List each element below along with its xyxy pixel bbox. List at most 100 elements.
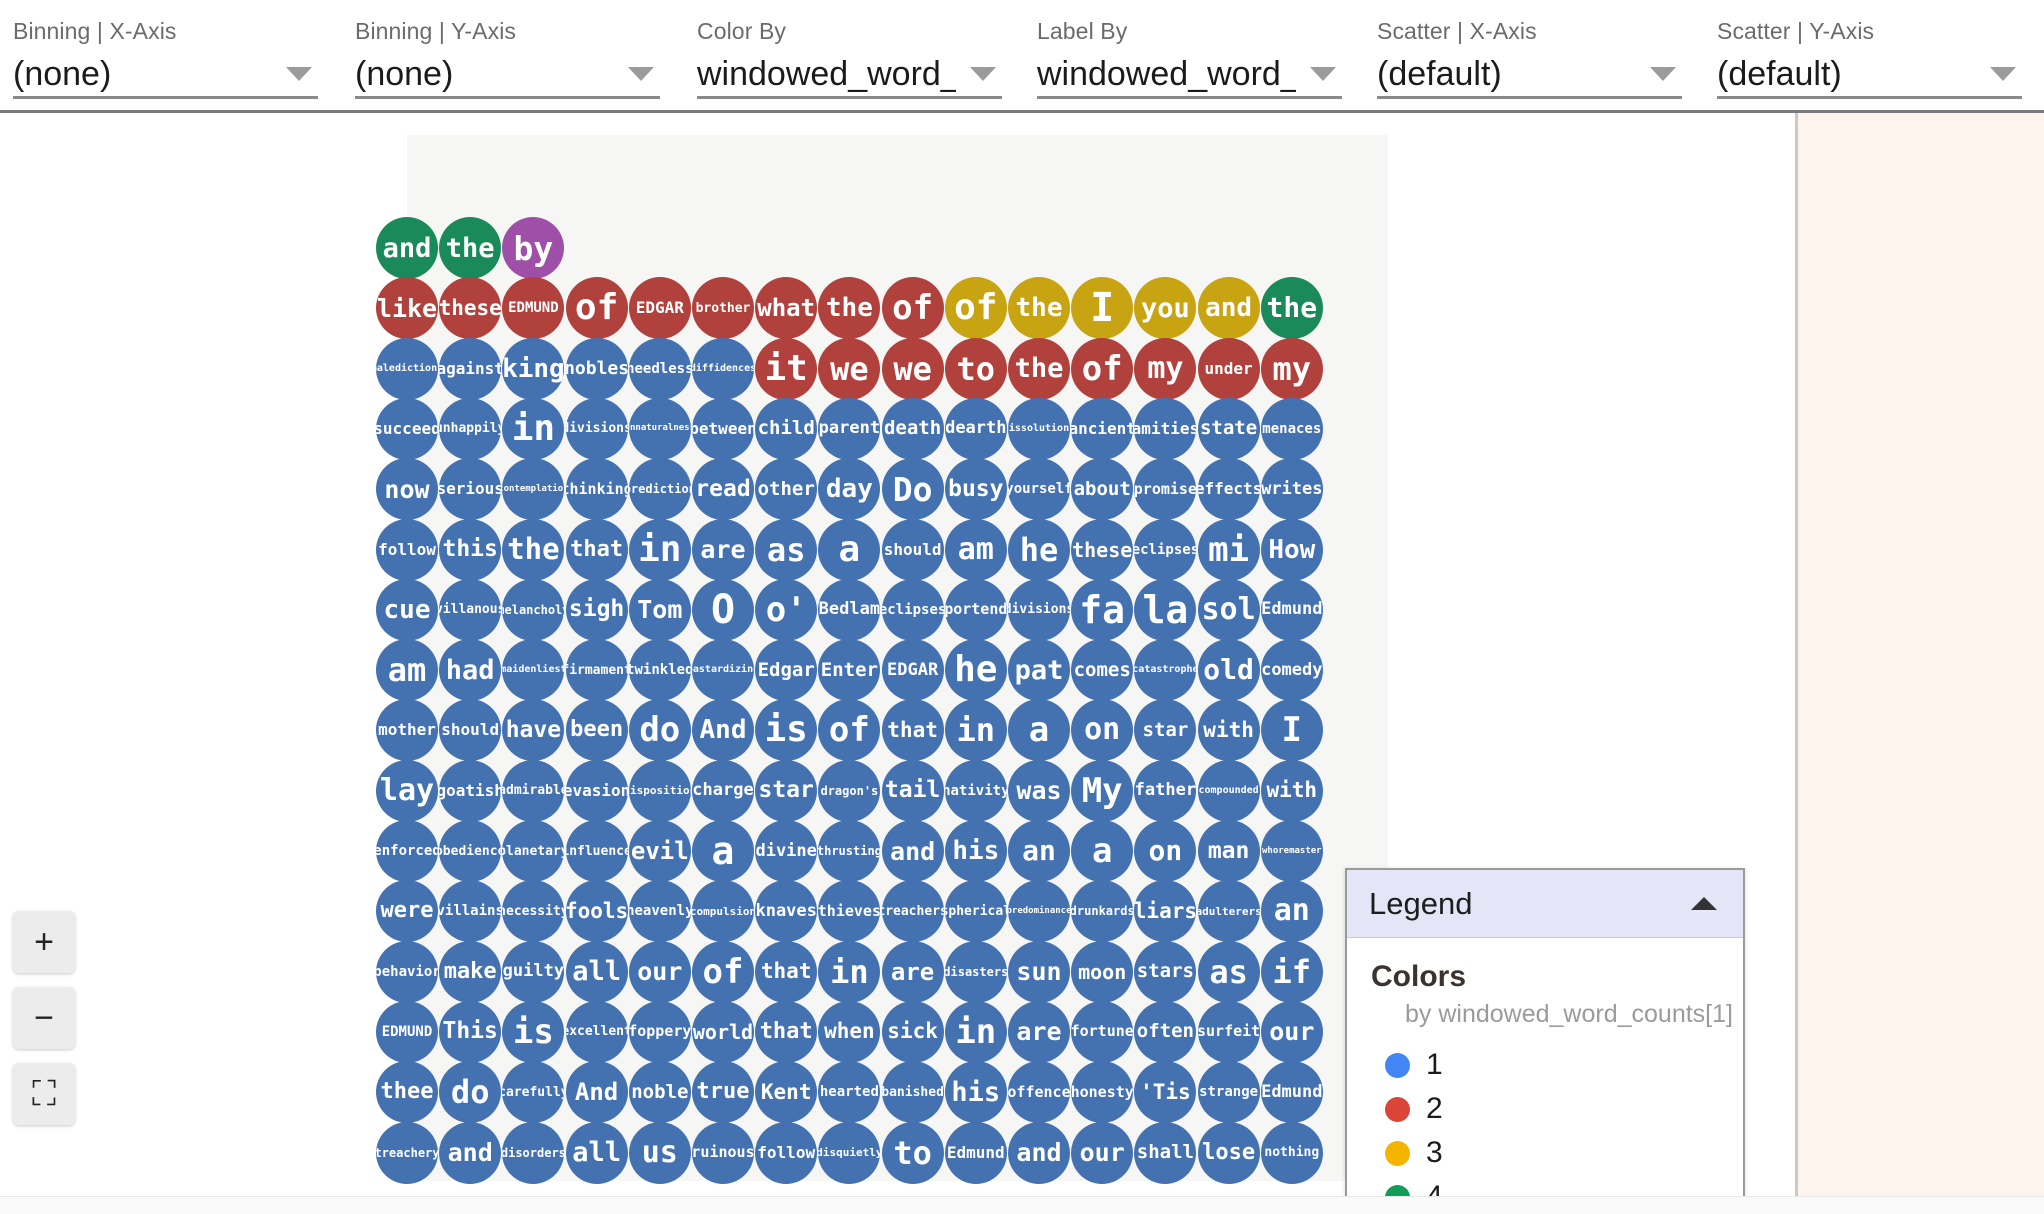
word-bubble[interactable]: Edmund	[944, 1121, 1007, 1184]
word-bubble[interactable]: unhappily	[439, 397, 502, 460]
word-bubble[interactable]: day	[818, 458, 881, 521]
word-bubble[interactable]: the	[502, 518, 565, 581]
select-control-4[interactable]: (default)	[1377, 53, 1682, 99]
word-bubble[interactable]: This	[439, 1000, 502, 1063]
word-bubble[interactable]: that	[755, 940, 818, 1003]
word-bubble[interactable]: admirable	[502, 759, 565, 822]
word-bubble[interactable]: serious	[439, 458, 502, 521]
word-bubble[interactable]: And	[692, 699, 754, 762]
word-bubble[interactable]: the	[439, 217, 502, 279]
word-bubble[interactable]: should	[881, 518, 944, 581]
word-bubble[interactable]: noble	[628, 1061, 691, 1124]
word-bubble[interactable]: he	[944, 639, 1007, 702]
word-bubble[interactable]: he	[1008, 518, 1070, 581]
legend-item-4[interactable]: 4	[1385, 1175, 1743, 1196]
zoom-out-button[interactable]: −	[13, 987, 75, 1049]
word-bubble[interactable]: Tom	[628, 578, 691, 641]
word-bubble[interactable]: And	[565, 1061, 628, 1124]
word-bubble[interactable]: la	[1134, 578, 1197, 641]
word-bubble[interactable]: make	[439, 940, 502, 1003]
word-bubble[interactable]: needless	[628, 337, 691, 400]
word-bubble[interactable]: against	[439, 337, 502, 400]
word-bubble[interactable]: a	[1071, 820, 1134, 882]
zoom-fit-button[interactable]: ⛶	[13, 1063, 75, 1125]
word-bubble[interactable]: thieves	[818, 880, 881, 943]
word-bubble[interactable]: shall	[1134, 1121, 1197, 1184]
word-bubble[interactable]: disposition	[628, 759, 691, 822]
word-bubble[interactable]: Edmund	[1260, 1061, 1323, 1124]
word-bubble[interactable]: thinking	[565, 458, 628, 521]
word-bubble[interactable]: eclipses	[1134, 518, 1197, 581]
word-bubble[interactable]: heavenly	[628, 880, 691, 943]
word-bubble[interactable]: child	[755, 397, 818, 460]
word-bubble[interactable]: to	[881, 1121, 944, 1184]
word-bubble[interactable]: should	[439, 699, 502, 762]
word-bubble[interactable]: divisions	[565, 397, 628, 460]
word-bubble[interactable]: o'	[755, 578, 818, 641]
word-bubble[interactable]: are	[881, 940, 944, 1003]
word-bubble[interactable]: a	[818, 518, 881, 581]
word-bubble[interactable]: strange	[1197, 1061, 1260, 1124]
word-bubble[interactable]: and	[439, 1121, 502, 1184]
word-bubble[interactable]: comedy	[1260, 639, 1323, 702]
word-bubble[interactable]: do	[439, 1061, 502, 1124]
word-bubble[interactable]: sun	[1008, 940, 1070, 1003]
word-bubble[interactable]: catastrophe	[1134, 639, 1197, 702]
word-bubble[interactable]: these	[439, 277, 502, 340]
word-bubble[interactable]: are	[1008, 1000, 1070, 1063]
word-bubble[interactable]: hearted	[818, 1061, 881, 1124]
word-bubble[interactable]: us	[628, 1121, 691, 1184]
word-bubble[interactable]: have	[502, 699, 565, 762]
word-bubble[interactable]: a	[692, 820, 754, 882]
legend-panel[interactable]: Legend Colors by windowed_word_counts[1]…	[1345, 868, 1745, 1196]
word-bubble[interactable]: Edmund	[1260, 578, 1323, 641]
word-bubble[interactable]: contemplation	[502, 458, 565, 521]
word-bubble[interactable]: evil	[628, 820, 691, 882]
word-bubble[interactable]: excellent	[565, 1000, 628, 1063]
word-bubble[interactable]: villains	[439, 880, 502, 943]
word-bubble[interactable]: foppery	[628, 1000, 691, 1063]
legend-header[interactable]: Legend	[1347, 870, 1743, 938]
word-bubble[interactable]: what	[755, 277, 818, 340]
word-bubble[interactable]: promise	[1134, 458, 1197, 521]
word-bubble[interactable]: an	[1008, 820, 1070, 882]
word-bubble[interactable]: my	[1134, 337, 1197, 400]
word-bubble[interactable]: we	[818, 337, 881, 400]
word-bubble[interactable]: the	[1008, 277, 1070, 340]
word-bubble[interactable]: our	[1071, 1121, 1134, 1184]
word-bubble[interactable]: offence	[1008, 1061, 1070, 1124]
word-bubble[interactable]: nothing	[1260, 1121, 1323, 1184]
word-bubble[interactable]: is	[502, 1000, 565, 1063]
word-bubble[interactable]: guilty	[502, 940, 565, 1003]
word-bubble[interactable]: pat	[1008, 639, 1070, 702]
word-bubble[interactable]: are	[692, 518, 754, 581]
word-bubble[interactable]: compulsion	[692, 880, 754, 943]
select-field-1[interactable]: Binning | Y-Axis(none)	[355, 18, 660, 99]
word-bubble[interactable]: in	[502, 397, 565, 460]
word-bubble[interactable]: dragon's	[818, 759, 881, 822]
word-bubble[interactable]: Edgar	[755, 639, 818, 702]
word-bubble[interactable]: that	[881, 699, 944, 762]
word-bubble[interactable]: treachery	[376, 1121, 438, 1184]
word-bubble[interactable]: star	[755, 759, 818, 822]
word-bubble[interactable]: writes	[1260, 458, 1323, 521]
word-bubble[interactable]: evasion	[565, 759, 628, 822]
word-bubble[interactable]: of	[565, 277, 628, 340]
word-bubble[interactable]: menaces	[1260, 397, 1323, 460]
chevron-up-icon[interactable]	[1691, 897, 1717, 910]
word-bubble[interactable]: banished	[881, 1061, 944, 1124]
word-bubble[interactable]: as	[755, 518, 818, 581]
word-bubble[interactable]: fortune	[1071, 1000, 1134, 1063]
word-bubble[interactable]: liars	[1134, 880, 1197, 943]
word-bubble[interactable]: you	[1134, 277, 1197, 340]
word-bubble[interactable]: all	[565, 1121, 628, 1184]
word-bubble[interactable]: dearth	[944, 397, 1007, 460]
select-control-2[interactable]: windowed_word_c	[697, 53, 1002, 99]
word-bubble[interactable]: these	[1071, 518, 1134, 581]
word-bubble[interactable]: 'Tis	[1134, 1061, 1197, 1124]
word-bubble[interactable]: necessity	[502, 880, 565, 943]
select-control-3[interactable]: windowed_word_c	[1037, 53, 1342, 99]
word-bubble[interactable]: dissolutions	[1008, 397, 1070, 460]
